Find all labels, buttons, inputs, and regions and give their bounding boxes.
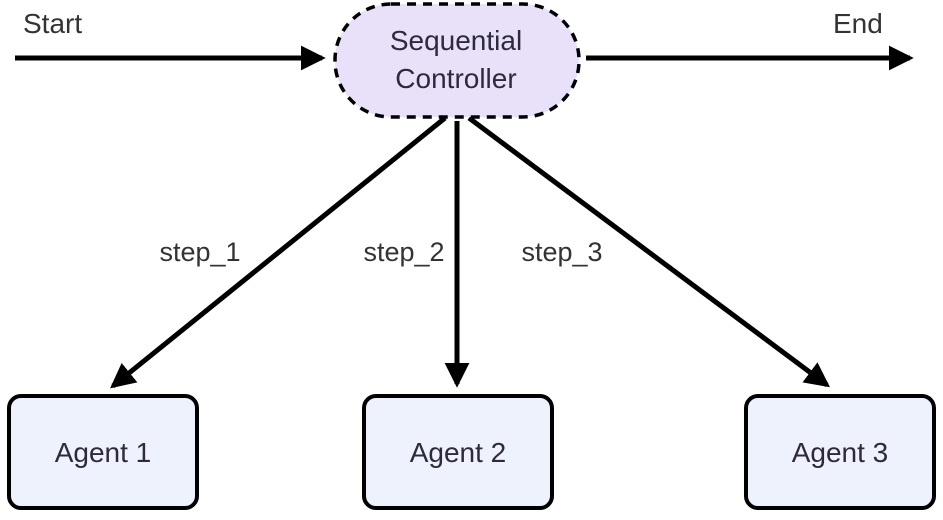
- edge-controller-to-agent-1: [110, 116, 447, 389]
- edge-controller-to-agent-3: [467, 115, 831, 388]
- agent-1-node: [7, 394, 199, 510]
- sequential-controller-node: [333, 2, 581, 119]
- edge-label-step-3: step_3: [521, 237, 602, 267]
- edge-label-step-1: step_1: [159, 237, 240, 267]
- start-label: Start: [23, 8, 82, 39]
- agent-3-node: [744, 394, 936, 510]
- controller-label-line1: Sequential: [390, 25, 522, 56]
- agent-1-label: Agent 1: [55, 437, 152, 468]
- edge-label-step-2: step_2: [363, 237, 444, 267]
- end-label: End: [833, 8, 883, 39]
- agent-2-label: Agent 2: [410, 437, 507, 468]
- agent-3-label: Agent 3: [792, 437, 889, 468]
- agent-2-node: [362, 394, 554, 510]
- controller-label-line2: Controller: [395, 63, 516, 94]
